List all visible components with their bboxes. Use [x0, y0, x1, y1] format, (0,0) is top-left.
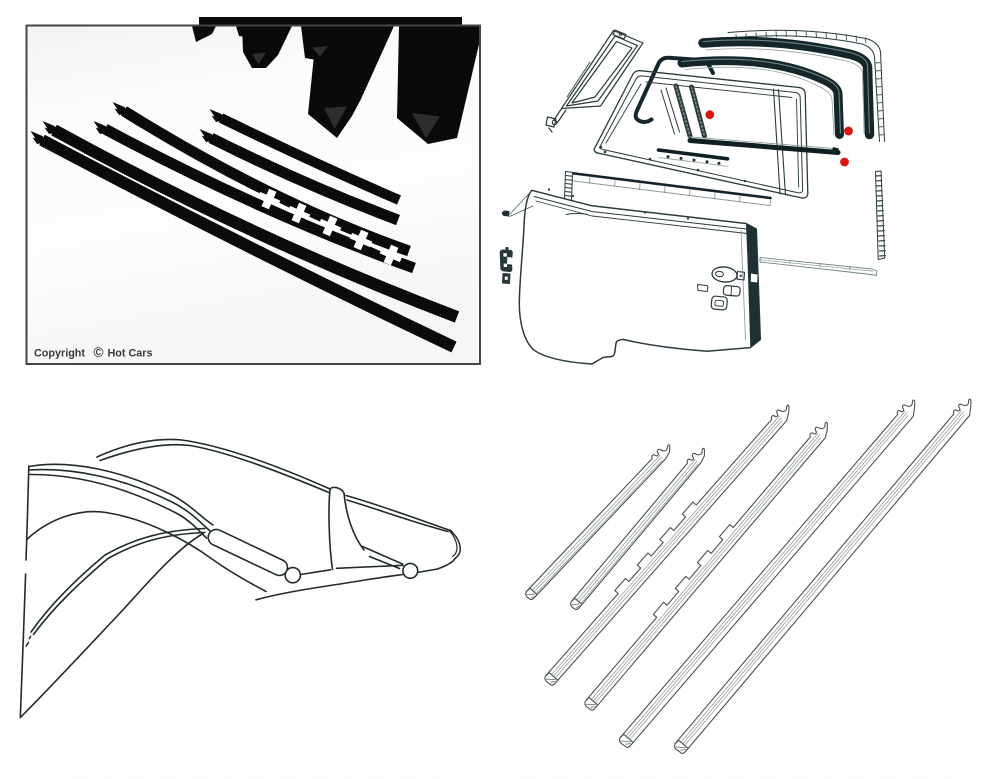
svg-text:Hot Cars: Hot Cars — [108, 348, 153, 360]
svg-text:Copyright: Copyright — [34, 348, 85, 360]
svg-text:©: © — [94, 345, 104, 360]
